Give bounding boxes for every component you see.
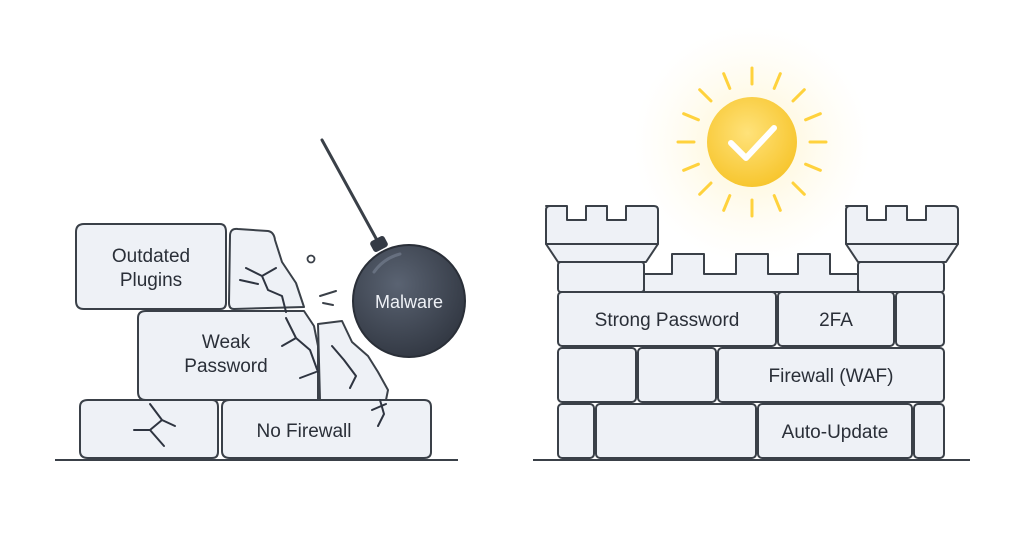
sun-ray bbox=[722, 72, 732, 90]
sun-ray bbox=[791, 88, 806, 103]
broken-wall-icon: Outdated Plugins Weak Password No Firewa… bbox=[55, 223, 458, 461]
battlements-middle bbox=[643, 253, 859, 293]
brick-label-strong-password: Strong Password bbox=[595, 310, 740, 331]
sun-rays bbox=[676, 66, 828, 218]
brick-broken-top bbox=[228, 227, 305, 310]
crack-bottom bbox=[133, 403, 176, 447]
crack-middle bbox=[281, 317, 319, 379]
brick-label-auto-update: Auto-Update bbox=[782, 422, 889, 443]
brick-label-no-firewall: No Firewall bbox=[256, 421, 351, 442]
brick-label-weak-password-1: Weak bbox=[202, 332, 251, 353]
wrecking-ball-icon: Malware bbox=[306, 138, 466, 358]
tower-left-base bbox=[557, 261, 645, 293]
brick-row2-b bbox=[637, 347, 717, 403]
ball-cap bbox=[370, 236, 388, 252]
brick-row3-end bbox=[913, 403, 945, 459]
tower-left-corbel bbox=[545, 243, 659, 263]
sun-ray bbox=[698, 88, 713, 103]
crack-top bbox=[239, 267, 287, 313]
brick-row2-a bbox=[557, 347, 637, 403]
brick-row3-b bbox=[595, 403, 757, 459]
brick-auto-update bbox=[757, 403, 913, 459]
ball-highlight bbox=[372, 252, 402, 274]
brick-label-outdated-plugins-1: Outdated bbox=[112, 246, 190, 267]
malware-label: Malware bbox=[375, 292, 443, 312]
brick-outdated-plugins bbox=[75, 223, 227, 310]
brick-label-outdated-plugins-2: Plugins bbox=[120, 270, 182, 291]
tower-right-base bbox=[857, 261, 945, 293]
sun-check-icon bbox=[634, 26, 870, 262]
brick-2fa bbox=[777, 291, 895, 347]
sun-ray bbox=[772, 194, 782, 212]
brick-label-weak-password-2: Password bbox=[184, 356, 267, 377]
checkmark-icon bbox=[728, 125, 777, 161]
tower-left-top bbox=[545, 205, 659, 245]
sun-ray bbox=[804, 112, 822, 122]
sun-ray bbox=[804, 162, 822, 172]
chain bbox=[320, 138, 380, 244]
crack-right bbox=[331, 345, 387, 427]
sun-ray bbox=[698, 181, 713, 196]
brick-no-firewall bbox=[221, 399, 432, 459]
brick-label-2fa: 2FA bbox=[819, 310, 853, 331]
brick-strong-password bbox=[557, 291, 777, 347]
sun-ray bbox=[722, 194, 732, 212]
sun-ray bbox=[791, 181, 806, 196]
sun-ray bbox=[682, 162, 700, 172]
tower-right-top bbox=[845, 205, 959, 245]
impact-lines bbox=[319, 290, 337, 306]
brick-label-firewall-waf: Firewall (WAF) bbox=[769, 366, 894, 387]
castle-wall-icon: Strong Password 2FA Firewall (WAF) Auto-… bbox=[533, 205, 970, 461]
sun-ray bbox=[772, 72, 782, 90]
sun-ray bbox=[682, 112, 700, 122]
brick-row1-end bbox=[895, 291, 945, 347]
tower-right-corbel bbox=[845, 243, 959, 263]
sun bbox=[707, 97, 797, 187]
brick-firewall-waf bbox=[717, 347, 945, 403]
debris-dot bbox=[306, 254, 316, 264]
malware-ball bbox=[352, 244, 466, 358]
brick-row3-a bbox=[557, 403, 595, 459]
